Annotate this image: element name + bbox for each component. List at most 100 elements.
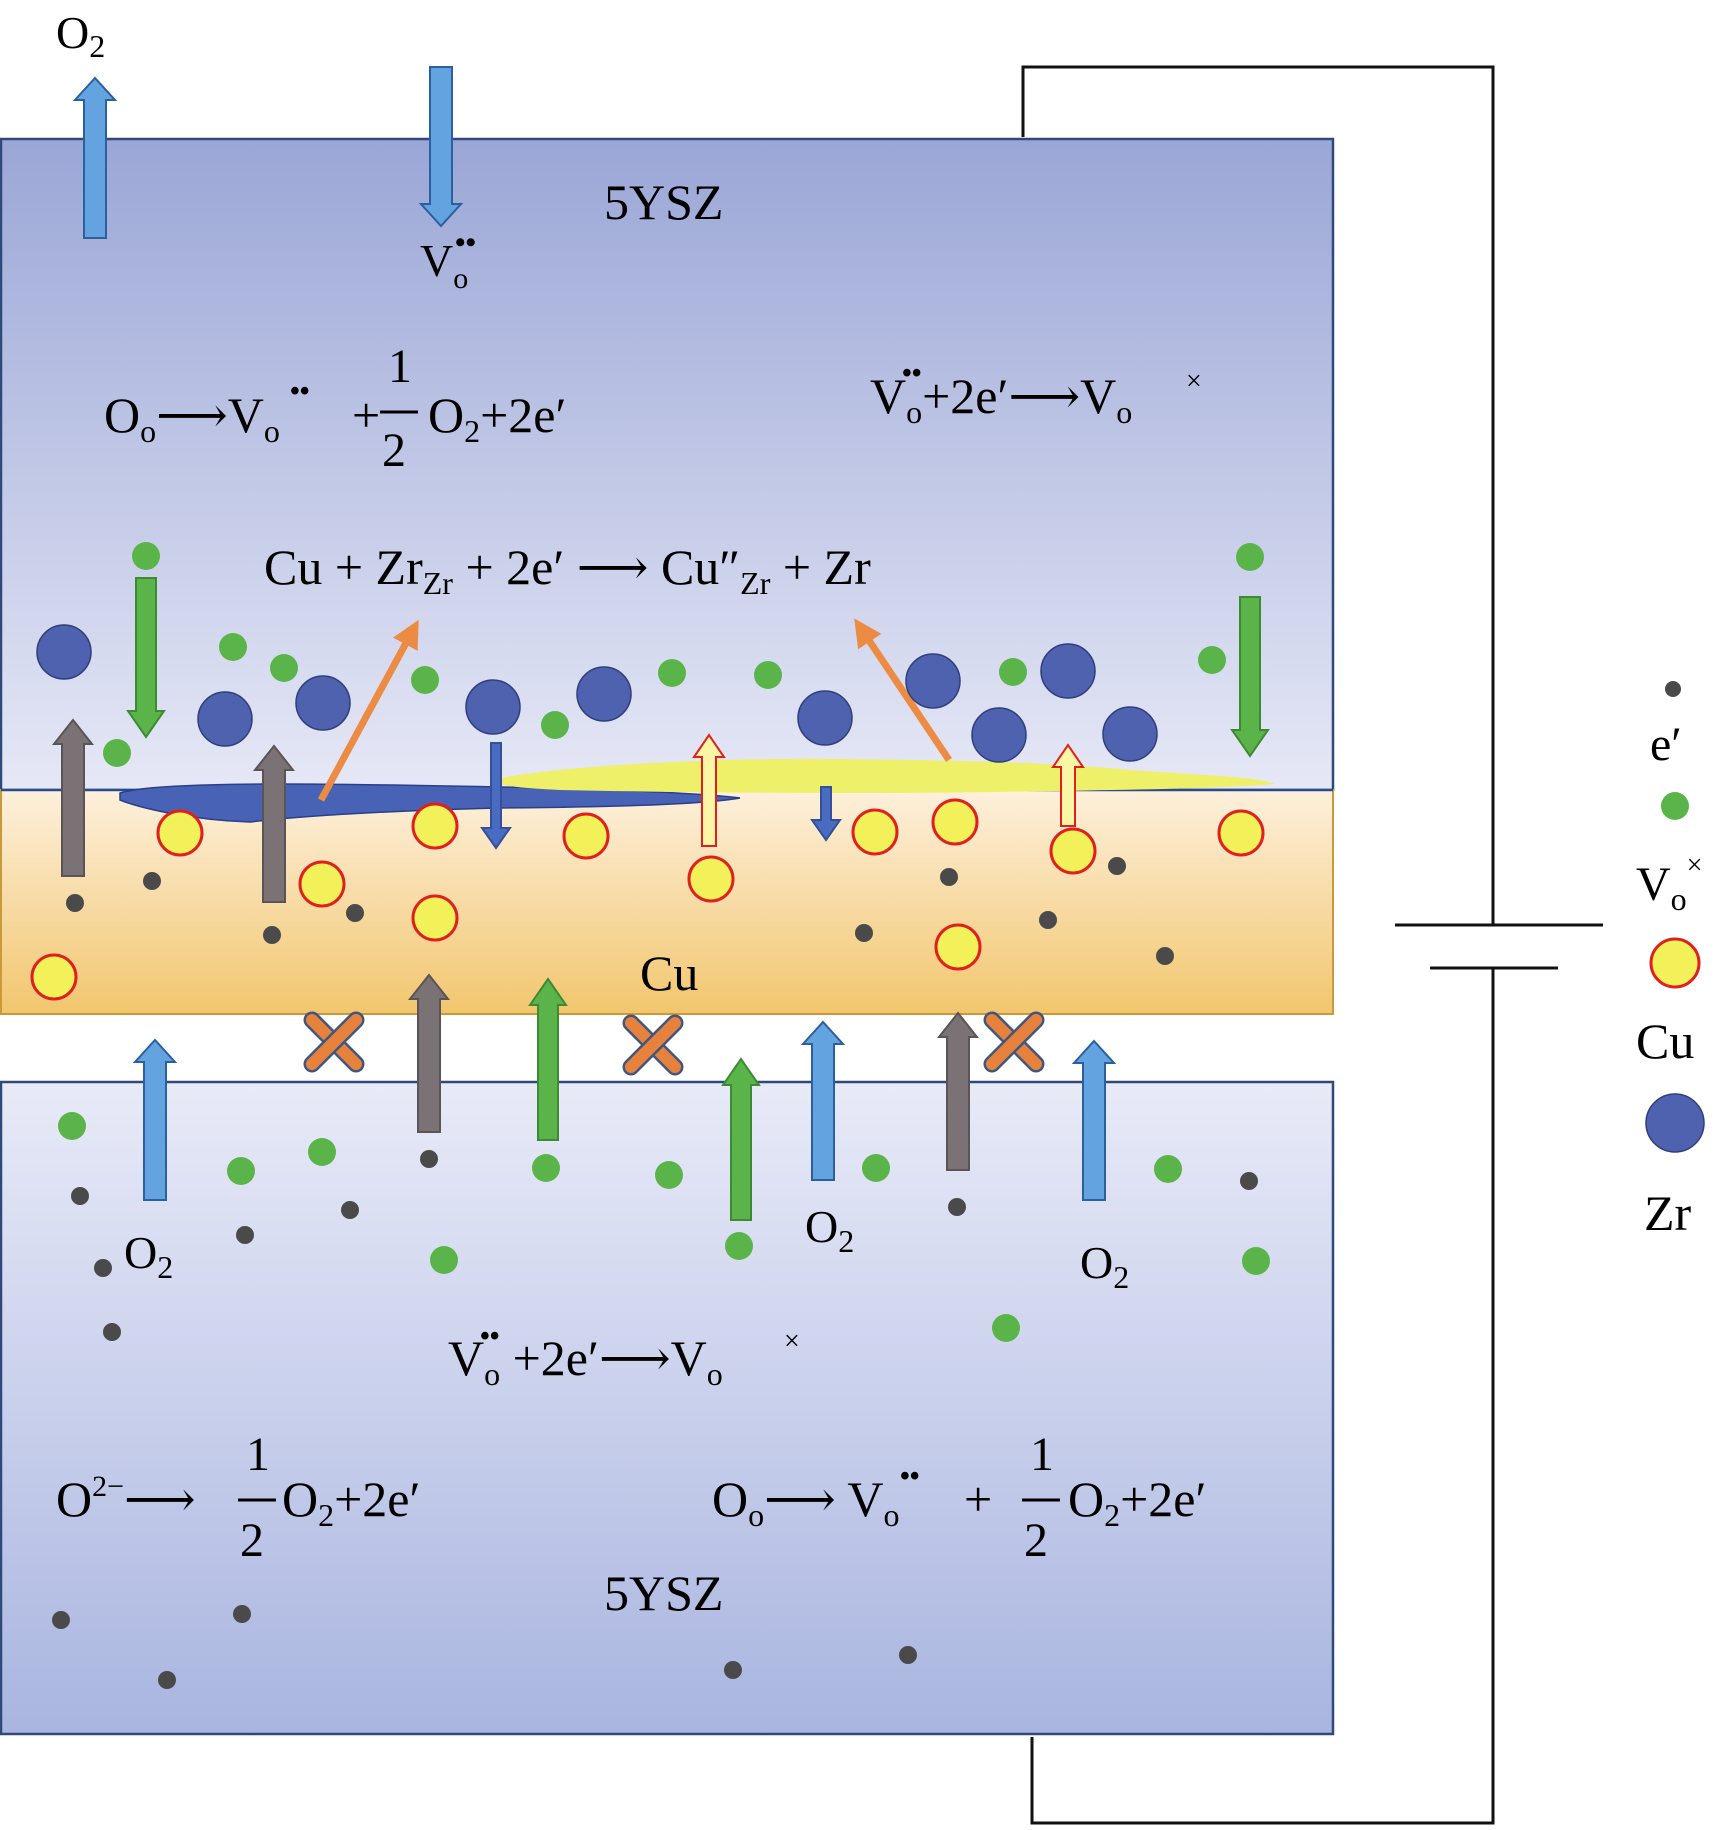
cu-particle: [1049, 827, 1097, 875]
equation-cu-substitution: Cu + ZrZr + 2e′ ⟶ Cu″Zr + Zr: [264, 539, 871, 601]
electron-particle: [724, 1661, 742, 1679]
zr-particle: [905, 653, 961, 709]
cu-particle: [298, 860, 346, 908]
electron-particle: [52, 1611, 70, 1629]
cu-particle: [411, 802, 459, 850]
vacancy-particle: [658, 659, 686, 687]
zr-particle: [1102, 706, 1158, 762]
zr-down-arrow-1: [480, 742, 512, 850]
zr-particle: [465, 679, 521, 735]
svg-text:Vo +2e′⟶Vo: Vo +2e′⟶Vo: [448, 1330, 723, 1392]
svg-text:2: 2: [382, 424, 406, 477]
electron-particle: [263, 926, 281, 944]
blocked-cross-3: [983, 1011, 1045, 1073]
legend-cu-label: Cu: [1636, 1013, 1694, 1069]
vacancy-particle: [430, 1246, 458, 1274]
cu-particle: [562, 812, 610, 860]
legend-cu-circle: [1649, 937, 1701, 989]
vacancy-particle: [103, 739, 131, 767]
vacancy-down-arrow-1: [126, 577, 166, 739]
vacancy-particle: [1236, 543, 1264, 571]
equation-oxide-ion-release: O2−⟶ 1 2 O2+2e′: [56, 1428, 420, 1567]
electron-particle: [1039, 911, 1057, 929]
electron-particle: [143, 872, 161, 890]
reaction-arrow-right: [854, 618, 952, 762]
equation-oxygen-release-bottom: Oo⟶ Vo •• + 1 2 O2+2e′: [712, 1428, 1206, 1567]
vacancy-up-arrow-2: [721, 1057, 761, 1221]
electron-arrow-4: [936, 1011, 980, 1171]
cu-particle: [156, 809, 204, 857]
ysz-top-label: 5YSZ: [604, 174, 723, 230]
electron-particle: [346, 904, 364, 922]
zr-particle: [576, 666, 632, 722]
ysz-bottom-layer: [0, 1080, 1335, 1736]
vacancy-particle: [532, 1154, 560, 1182]
electron-particle: [236, 1226, 254, 1244]
svg-text:O2+2e′: O2+2e′: [1068, 1471, 1206, 1533]
vacancy-particle: [308, 1138, 336, 1166]
vacancy-particle: [541, 711, 569, 739]
cu-particle: [931, 798, 979, 846]
svg-text:×: ×: [784, 1326, 800, 1357]
vacancy-particle: [862, 1154, 890, 1182]
svg-text:1: 1: [388, 340, 412, 393]
electron-particle: [899, 1646, 917, 1664]
cu-up-arrow-2: [1051, 743, 1085, 827]
electron-arrow-1: [51, 718, 95, 877]
o2-up-arrow-3: [1071, 1039, 1117, 1201]
electron-particle: [94, 1259, 112, 1277]
ysz-top-layer: [0, 137, 1335, 792]
o2-label-2: O2: [805, 1201, 854, 1259]
equation-oxygen-release-top: Oo⟶Vo •• + 1 2 O2+2e′: [104, 340, 566, 477]
o2-up-arrow-2: [800, 1020, 846, 1181]
o2-label-1: O2: [124, 1227, 173, 1285]
vacancy-particle: [270, 654, 298, 682]
electron-particle: [420, 1150, 438, 1168]
vacancy-particle: [411, 666, 439, 694]
vacancy-particle: [58, 1112, 86, 1140]
legend-vacancy-label: Vo×: [1636, 850, 1702, 917]
battery-symbol: [1395, 923, 1603, 970]
svg-text:••: ••: [480, 1321, 500, 1352]
equation-vacancy-neutral-top: Vo+2e′⟶Vo •• ×: [870, 358, 1202, 430]
electron-particle: [1156, 947, 1174, 965]
electron-particle: [855, 924, 873, 942]
o2-up-arrow-1: [132, 1038, 178, 1201]
svg-text:Oo⟶Vo: Oo⟶Vo: [104, 387, 280, 449]
zr-particle: [797, 690, 853, 746]
svg-text:1: 1: [246, 1428, 270, 1481]
vacancy-particle: [655, 1161, 683, 1189]
blocked-cross-2: [622, 1014, 684, 1076]
cu-layer-label: Cu: [640, 945, 698, 1001]
cu-particle: [851, 808, 899, 856]
vacancy-particle: [725, 1232, 753, 1260]
svg-text:••: ••: [900, 1461, 920, 1492]
vacancy-down-arrow-2: [1230, 596, 1270, 758]
zr-particle: [36, 624, 92, 680]
electron-particle: [233, 1605, 251, 1623]
cu-particle: [934, 923, 982, 971]
cu-particle: [687, 855, 735, 903]
svg-text:+: +: [352, 387, 380, 443]
zr-particle: [971, 707, 1027, 763]
vacancy-particle: [1198, 646, 1226, 674]
zr-down-arrow-2: [810, 786, 842, 842]
electron-arrow-3: [407, 973, 451, 1133]
svg-text:1: 1: [1030, 1428, 1054, 1481]
electron-particle: [940, 868, 958, 886]
svg-text:••: ••: [290, 376, 310, 407]
cu-layer: [0, 789, 1334, 1015]
vacancy-particle: [1242, 1247, 1270, 1275]
zr-particle: [1040, 643, 1096, 699]
vacancy-particle: [227, 1157, 255, 1185]
zr-particle: [197, 691, 253, 747]
legend: e′ Vo× Cu Zr: [1636, 681, 1705, 1241]
zr-particle: [295, 675, 351, 731]
electron-particle: [158, 1671, 176, 1689]
equation-vacancy-neutral-bottom: Vo +2e′⟶Vo •• ×: [448, 1321, 800, 1392]
vacancy-particle: [219, 633, 247, 661]
legend-vacancy-dot: [1661, 792, 1689, 820]
svg-text:O2+2e′: O2+2e′: [428, 387, 566, 449]
vacancy-inflow-arrow: [418, 66, 464, 228]
